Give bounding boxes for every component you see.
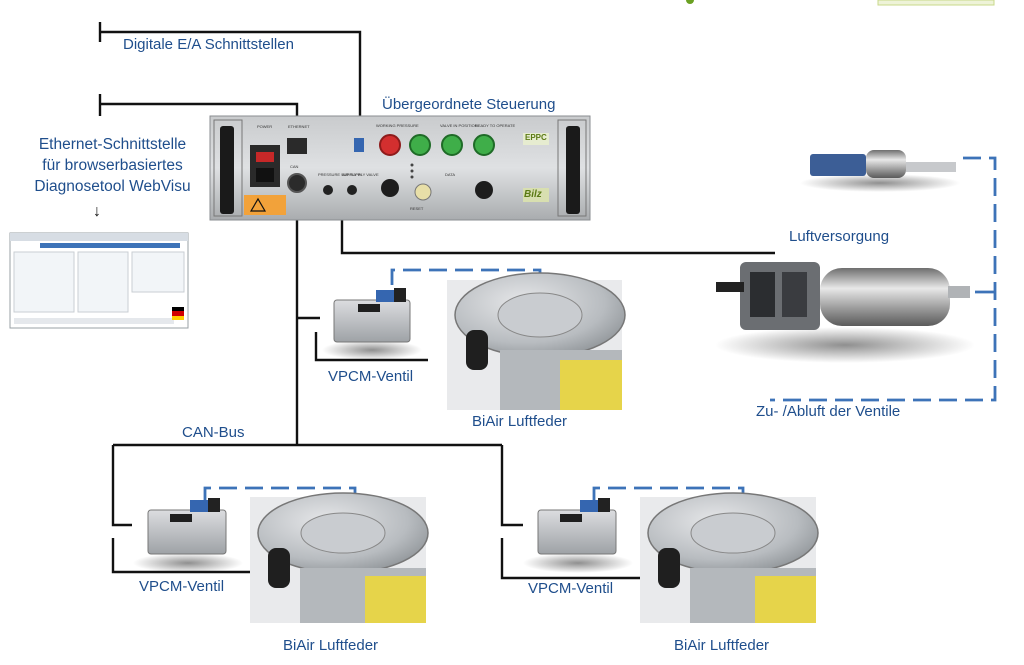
label-spring-3: BiAir Luftfeder	[674, 637, 770, 654]
panel-label: VALVE IN POSITION	[440, 123, 478, 128]
label-valve-1: VPCM-Ventil	[328, 368, 414, 385]
panel-label: READY TO OPERATE	[475, 123, 515, 128]
panel-label: RESET	[410, 206, 424, 211]
label-can-bus: CAN-Bus	[182, 424, 245, 441]
air-supply-unit	[715, 262, 975, 363]
top-right-cropped-graphic	[686, 0, 995, 6]
air-spring-lower-right	[640, 492, 819, 623]
label-air-supply: Luftversorgung	[789, 228, 890, 245]
label-valve-air: Zu- /Abluft der Ventile	[756, 403, 901, 420]
panel-label: ETHERNET	[288, 124, 310, 129]
label-ethernet-line3: Diagnosetool WebVisu	[34, 178, 191, 195]
black-connection-lines	[98, 22, 775, 580]
vpcm-valve-upper	[322, 288, 422, 360]
controller-unit	[209, 115, 591, 221]
label-digital-io: Digitale E/A Schnittstellen	[123, 36, 294, 53]
air-spring-upper	[447, 272, 626, 410]
controller-brand-logo: Bilz	[524, 189, 542, 200]
vpcm-valve-lower-left	[133, 498, 243, 573]
label-ethernet-line1: Ethernet-Schnittstelle	[38, 136, 187, 153]
label-spring-2: BiAir Luftfeder	[283, 637, 379, 654]
air-silencer	[800, 150, 960, 192]
panel-label: POWER	[257, 124, 272, 129]
webvisu-screenshot	[9, 232, 189, 329]
label-controller: Übergeordnete Steuerung	[382, 96, 556, 113]
panel-label: PRESSURE SUPPLY IN	[318, 172, 362, 177]
label-spring-1: BiAir Luftfeder	[472, 413, 568, 430]
label-ethernet: Ethernet-Schnittstelle für browserbasier…	[0, 134, 225, 197]
panel-label: DATA	[445, 172, 455, 177]
panel-label: CAN	[290, 164, 299, 169]
label-valve-3: VPCM-Ventil	[528, 580, 614, 597]
vpcm-valve-lower-right	[523, 498, 633, 573]
controller-small-logo: EPPC	[525, 133, 547, 142]
panel-label: WORKING PRESSURE	[376, 123, 419, 128]
down-arrow-icon: ↓	[93, 203, 101, 220]
air-spring-lower-left	[250, 492, 429, 623]
label-valve-2: VPCM-Ventil	[139, 578, 225, 595]
panel-label: AIR SUPPLY VALVE	[342, 172, 379, 177]
label-ethernet-line2: für browserbasiertes	[42, 157, 183, 174]
